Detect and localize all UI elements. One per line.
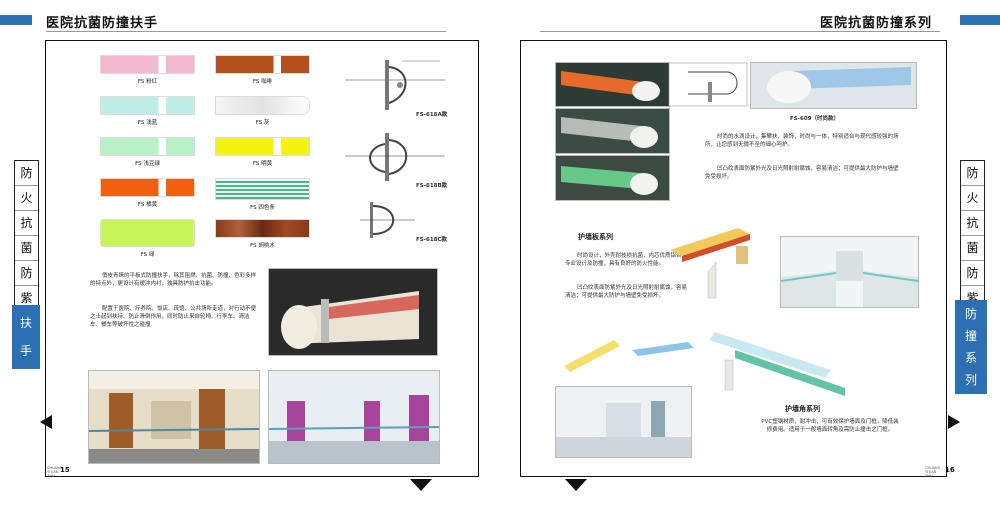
swatch-bar bbox=[100, 219, 195, 247]
profile-diagram-c bbox=[360, 202, 415, 238]
side-tab-active-char: 防 bbox=[964, 307, 977, 321]
color-swatch: FS 胡桃木 bbox=[215, 219, 310, 249]
left-desc-p1: 俏皮青睐的平板式防撞扶手，除其阻燃、抗菌、防撞、色彩多样的特点外，更设计有缓冲内… bbox=[90, 273, 257, 287]
swatch-label: FS 胡桃木 bbox=[250, 243, 275, 249]
side-tab-char: 防 bbox=[15, 261, 38, 286]
side-tab-active-char: 扶 bbox=[19, 316, 32, 330]
color-swatch: FS 咖啡 bbox=[215, 55, 310, 85]
side-tab-char: 抗 bbox=[15, 211, 38, 236]
fs609-desc-p1: 时尚的水滴设计，集攀扶、装饰，时尚与一体，特别适合与现代感较强的场所，让您感到无… bbox=[705, 134, 899, 148]
side-tab-active-char: 撞 bbox=[964, 329, 977, 343]
swatch-label: FS 绿 bbox=[140, 252, 155, 258]
side-tab-char: 火 bbox=[15, 186, 38, 211]
color-swatch: FS 四色条 bbox=[215, 178, 310, 211]
swatch-bar bbox=[100, 55, 195, 74]
color-swatch: FS 明黄 bbox=[215, 137, 310, 167]
fs609-photo-orange bbox=[555, 62, 670, 107]
model-618c: FS-618C款 bbox=[416, 237, 448, 243]
side-tab-active-char: 手 bbox=[19, 344, 32, 358]
wall-panel-corridor-photo bbox=[780, 236, 919, 308]
corner-guard-yellow bbox=[564, 340, 620, 372]
swatch-bar bbox=[100, 178, 195, 197]
swatch-bar bbox=[215, 55, 310, 74]
wall-panel-product bbox=[670, 228, 750, 299]
wall-panel-title: 护墙板系列 bbox=[578, 233, 613, 241]
swatch-label: FS 明黄 bbox=[252, 161, 273, 167]
swatch-label: FS 浅豆绿 bbox=[135, 161, 160, 167]
corner-guard-blue bbox=[632, 342, 694, 356]
color-swatch: FS 橘黄 bbox=[100, 178, 195, 208]
swatch-bar bbox=[100, 96, 195, 115]
side-tab-char: 防 bbox=[15, 161, 38, 186]
corner-corridor-photo bbox=[555, 386, 692, 458]
side-tab-char: 菌 bbox=[961, 236, 984, 261]
left-header-title: 医院抗菌防撞扶手 bbox=[46, 16, 159, 31]
color-swatch: FS 绿 bbox=[100, 219, 195, 258]
left-page-tiny: CHUANG YI JIAN ZHU bbox=[47, 466, 63, 478]
left-side-tab-active[interactable]: 扶 手 bbox=[12, 305, 40, 369]
right-arrow-icon[interactable] bbox=[948, 415, 960, 429]
side-tab-char: 火 bbox=[961, 186, 984, 211]
color-swatch: FS 浅豆绿 bbox=[100, 137, 195, 167]
fs609-photo-green bbox=[555, 155, 670, 201]
left-down-arrow-icon[interactable] bbox=[410, 479, 432, 491]
side-tab-active-char: 列 bbox=[964, 373, 977, 387]
corner-guard-product bbox=[709, 332, 845, 396]
wall-panel-desc-p1: 时尚设计，外壳耐技损抗菌，内芯优质铝合金专业设计及防撞，具有良好的防火性能。 bbox=[565, 253, 688, 267]
left-header-rule bbox=[46, 31, 446, 32]
color-swatch: FS 灰 bbox=[215, 96, 310, 126]
model-618b: FS-618B款 bbox=[416, 183, 448, 189]
left-arrow-icon[interactable] bbox=[40, 415, 52, 429]
fs609-model: FS-609（时尚款） bbox=[790, 116, 839, 122]
left-desc-p2: 配置于医院、疗养院、饭店、疏馆、公共场所走道，对行动不便之士起到扶持、防止滑倒作… bbox=[90, 306, 257, 328]
color-swatch: FS 粉红 bbox=[100, 55, 195, 85]
side-tab-char: 防 bbox=[961, 261, 984, 286]
color-swatch: FS 浅蓝 bbox=[100, 96, 195, 126]
corridor-photo-wood bbox=[88, 370, 260, 464]
fs609-diagram bbox=[668, 62, 748, 107]
profile-diagram-b bbox=[345, 133, 445, 181]
swatch-label: FS 粉红 bbox=[137, 79, 158, 85]
corner-series-title: 护墙角系列 bbox=[785, 405, 820, 413]
swatch-bar bbox=[215, 178, 310, 200]
swatch-bar bbox=[215, 219, 310, 238]
right-page-tiny: CHUANG YI JIAN ZHU bbox=[925, 466, 941, 478]
right-down-arrow-icon[interactable] bbox=[565, 479, 587, 491]
swatch-label: FS 浅蓝 bbox=[137, 120, 158, 126]
corner-series-desc: PVC塑钢材质，耐冲击，可有效保护墙面及门框，降低装修费用。适用于一般墙面转角及… bbox=[761, 419, 899, 433]
profile-diagram-a bbox=[345, 60, 445, 110]
swatch-label: FS 灰 bbox=[255, 120, 270, 126]
right-header-bar bbox=[960, 15, 1000, 25]
right-header-title: 医院抗菌防撞系列 bbox=[820, 16, 933, 31]
right-page-number: 16 bbox=[945, 466, 955, 474]
right-side-tab-active[interactable]: 防 撞 系 列 bbox=[955, 300, 987, 394]
side-tab-char: 防 bbox=[961, 161, 984, 186]
side-tab-char: 抗 bbox=[961, 211, 984, 236]
swatch-bar bbox=[215, 96, 310, 115]
right-header-rule bbox=[540, 31, 940, 32]
wall-panel-desc-p2: 凹凸纹表面防紫外光及日光照射耐腐蚀，容易清洁；可提供最大防护与墙壁免受损坏。 bbox=[565, 285, 688, 299]
side-tab-active-char: 系 bbox=[964, 351, 977, 365]
swatch-label: FS 四色条 bbox=[250, 205, 275, 211]
left-page-number: 15 bbox=[60, 466, 70, 474]
model-618a: FS-618A款 bbox=[416, 112, 448, 118]
fs609-desc-p2: 凹凸纹表面防紫外光及日光照射耐腐蚀，容易清洁；可提供最大防护与墙壁免受损坏。 bbox=[705, 166, 899, 180]
swatch-bar bbox=[215, 137, 310, 156]
left-header-bar bbox=[0, 15, 32, 25]
fs609-photo-blue bbox=[750, 62, 917, 109]
corridor-photo-purple bbox=[268, 370, 440, 464]
swatch-bar bbox=[100, 137, 195, 156]
fs609-photo-gray bbox=[555, 108, 670, 154]
swatch-label: FS 咖啡 bbox=[252, 79, 273, 85]
side-tab-char: 菌 bbox=[15, 236, 38, 261]
handrail-photo bbox=[268, 268, 438, 356]
swatch-label: FS 橘黄 bbox=[137, 202, 158, 208]
